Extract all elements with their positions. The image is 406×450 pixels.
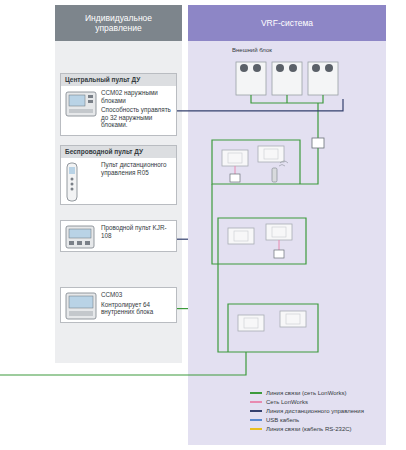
legend-text: Линия связи (сеть LonWorks) [266, 390, 347, 396]
legend-swatch [250, 392, 262, 394]
legend-row: Линия связи (сеть LonWorks) [250, 388, 400, 397]
right-panel-ground [188, 5, 386, 445]
legend-row: Линия связи (кабель RS-232C) [250, 424, 400, 433]
box-heading: Центральный пульт ДУ [61, 74, 176, 86]
legend: Линия связи (сеть LonWorks) Сеть LonWorks… [250, 388, 400, 433]
legend-row: Сеть LonWorks [250, 397, 400, 406]
box-text: CCM02 наружными блоками [101, 89, 173, 104]
connector [177, 99, 343, 111]
wireless-remote-art [272, 161, 288, 182]
indoor-grilles [228, 149, 300, 328]
r05-remote-icon [65, 162, 79, 202]
central-controller-box: Центральный пульт ДУ CCM02 наружными блок… [60, 73, 177, 136]
vrf-panel: VRF-системаВнешний блок [188, 5, 386, 445]
box-body: Пульт дистанционного управления R05 [61, 158, 176, 182]
box-text: Пульт дистанционного управления R05 [101, 161, 173, 176]
legend-swatch [250, 401, 262, 403]
panel-heading: Индивидуальное управление [55, 5, 182, 41]
ccm03-controller-icon [65, 292, 97, 320]
gateway [312, 138, 324, 148]
legend-text: Сеть LonWorks [266, 399, 308, 405]
wired-controller-box: Проводной пульт KJR-108 [60, 220, 177, 252]
connector [177, 308, 188, 309]
legend-swatch [250, 419, 262, 421]
box-text: Способность управлять до 32 наружными бл… [101, 106, 173, 129]
lonworks-lines [0, 95, 323, 375]
group-label: Внешний блок [228, 47, 353, 54]
legend-text: USB кабель [266, 417, 299, 423]
control-panel: Индивидуальное управление Центральный пу… [55, 5, 182, 363]
box-heading: Беспроводной пульт ДУ [61, 146, 176, 158]
legend-swatch [250, 428, 262, 430]
connector [177, 239, 188, 240]
legend-text: Линия связи (кабель RS-232C) [266, 426, 352, 432]
panel-heading: VRF-система [188, 5, 386, 41]
ccm03-controller-box: CCM03Контролирует 64 внутренних блока [60, 287, 177, 323]
box-title: CCM03 [101, 291, 173, 299]
indoor-cassettes [222, 146, 306, 331]
kjr108-controller-icon [65, 225, 95, 249]
outdoor-unit-group: Внешний блок [228, 47, 353, 99]
outdoor-units [236, 62, 338, 95]
left-panel-ground [55, 5, 182, 363]
legend-text: Линия дистанционного управления [266, 408, 364, 414]
pink-links [235, 166, 279, 250]
ccm02-controller-icon [65, 90, 97, 118]
legend-row: Линия дистанционного управления [250, 406, 400, 415]
legend-swatch [250, 410, 262, 412]
legend-row: USB кабель [250, 415, 400, 424]
box-text: Контролирует 64 внутренних блока [101, 301, 173, 316]
room-controllers [230, 174, 284, 258]
wireless-remote-box: Беспроводной пульт ДУ Пульт дистанционног… [60, 145, 177, 205]
box-title: Проводной пульт KJR-108 [101, 224, 173, 239]
